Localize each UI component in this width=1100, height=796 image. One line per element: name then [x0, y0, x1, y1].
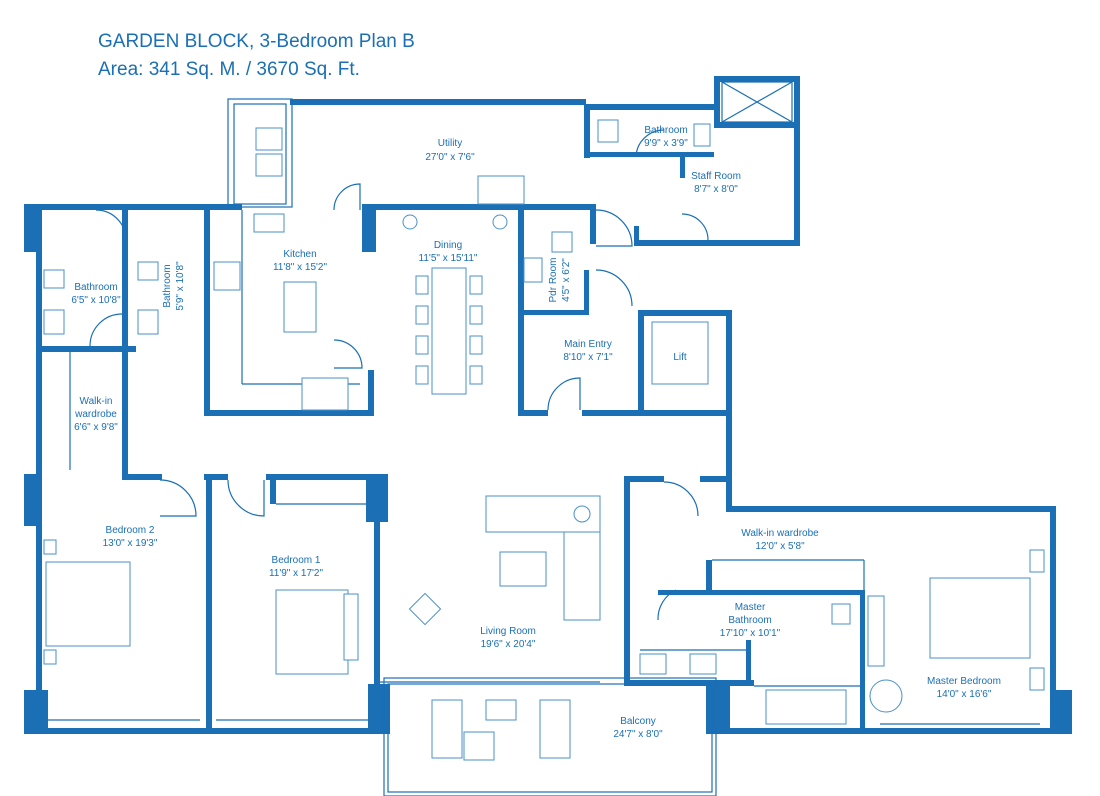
label-staff-room: Staff Room — [691, 171, 741, 182]
plan-details — [48, 81, 1040, 796]
label-bathroom-mid: Bathroom — [162, 264, 173, 307]
label-bathroom-staff: Bathroom — [644, 125, 687, 136]
dim-walkin-left: 6'6" x 9'8" — [74, 422, 118, 433]
label-kitchen: Kitchen — [283, 249, 316, 260]
dim-living-room: 19'6" x 20'4" — [481, 639, 536, 650]
label-dining: Dining — [434, 240, 462, 251]
dim-utility: 27'0" x 7'6" — [425, 152, 475, 163]
dim-master-bedroom: 14'0" x 16'6" — [937, 689, 992, 700]
label-master-bath-1: Master — [735, 602, 766, 613]
label-walkin-left-2: wardrobe — [74, 409, 117, 420]
room-labels: Utility 27'0" x 7'6" Bathroom 9'9" x 3'9… — [71, 125, 1001, 740]
label-master-bedroom: Master Bedroom — [927, 676, 1001, 687]
plan-title: GARDEN BLOCK, 3-Bedroom Plan B — [98, 31, 415, 52]
label-walkin-master: Walk-in wardrobe — [741, 528, 819, 539]
dim-main-entry: 8'10" x 7'1" — [563, 352, 613, 363]
label-walkin-left-1: Walk-in — [80, 396, 113, 407]
label-utility: Utility — [438, 138, 462, 149]
dim-walkin-master: 12'0" x 5'8" — [755, 541, 805, 552]
dim-balcony: 24'7" x 8'0" — [613, 729, 663, 740]
label-pdr-room: Pdr Room — [548, 257, 559, 302]
dim-staff-room: 8'7" x 8'0" — [694, 184, 738, 195]
plan-area: Area: 341 Sq. M. / 3670 Sq. Ft. — [98, 59, 360, 80]
label-bedroom2: Bedroom 2 — [106, 525, 155, 536]
label-main-entry: Main Entry — [564, 339, 612, 350]
label-master-bath-2: Bathroom — [728, 615, 771, 626]
dim-bathroom-staff: 9'9" x 3'9" — [644, 138, 688, 149]
dim-kitchen: 11'8" x 15'2" — [273, 262, 328, 273]
label-balcony: Balcony — [620, 716, 656, 727]
dim-bathroom-left: 6'5" x 10'8" — [71, 295, 121, 306]
label-lift: Lift — [673, 352, 687, 363]
label-bathroom-left: Bathroom — [74, 282, 117, 293]
label-living-room: Living Room — [480, 626, 536, 637]
dim-bedroom1: 11'9" x 17'2" — [269, 568, 324, 579]
furniture — [43, 119, 1045, 761]
dim-bedroom2: 13'0" x 19'3" — [103, 538, 158, 549]
dim-bathroom-mid: 5'9" x 10'8" — [175, 261, 186, 311]
label-bedroom1: Bedroom 1 — [272, 555, 321, 566]
dim-master-bath: 17'10" x 10'1" — [720, 628, 781, 639]
dim-dining: 11'5" x 15'11" — [419, 253, 478, 264]
dim-pdr-room: 4'5" x 6'2" — [561, 258, 572, 302]
